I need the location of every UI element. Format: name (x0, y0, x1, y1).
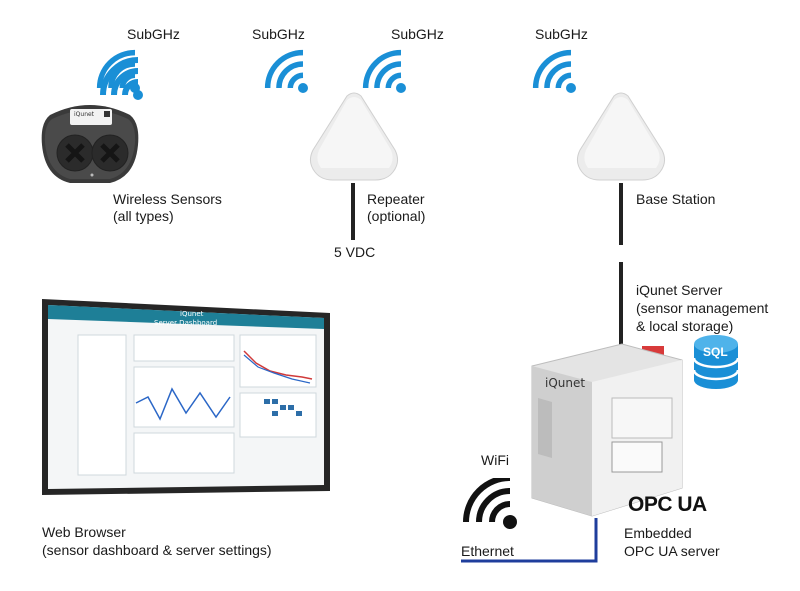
opcua-label: Embedded (624, 525, 692, 541)
dashboard-brand: iQunet (180, 310, 204, 318)
base-station-device (576, 92, 666, 181)
wifi-signal-icon (362, 49, 406, 93)
sensors-label: Wireless Sensors (113, 191, 222, 207)
wifi-label: WiFi (481, 452, 509, 468)
wifi-signal-icon (264, 49, 308, 93)
wireless-sensor-device (41, 105, 139, 183)
subghz-label-base: SubGHz (535, 26, 588, 42)
opc-ua-logo: OPC UA (628, 493, 707, 516)
sql-badge: SQL (703, 345, 728, 359)
repeater-sublabel: (optional) (367, 208, 426, 224)
wifi-signal-icon (96, 49, 140, 93)
browser-label: Web Browser (42, 524, 126, 540)
base-station-label: Base Station (636, 191, 716, 207)
server-sublabel-1: (sensor management (636, 300, 769, 316)
monitor-device (42, 299, 330, 495)
opcua-sublabel: OPC UA server (624, 543, 720, 559)
database-icon (692, 335, 740, 389)
server-device (531, 343, 683, 517)
ethernet-label: Ethernet (461, 543, 514, 559)
server-sublabel-2: & local storage) (636, 318, 734, 334)
wifi-icon (463, 478, 517, 529)
wifi-signal-icon (532, 49, 576, 93)
repeater-device (309, 92, 399, 181)
browser-sublabel: (sensor dashboard & server settings) (42, 542, 272, 558)
repeater-power-label: 5 VDC (334, 244, 376, 260)
sensors-sublabel: (all types) (113, 208, 174, 224)
subghz-label-repeater-in: SubGHz (252, 26, 305, 42)
server-label: iQunet Server (636, 282, 723, 298)
dashboard-title: Server Dashboard (154, 319, 218, 327)
sensor-brand-tag: iQunet (74, 111, 95, 118)
subghz-label-sensors: SubGHz (127, 26, 180, 42)
server-brand: iQunet (545, 376, 586, 390)
subghz-label-repeater-out: SubGHz (391, 26, 444, 42)
ethernet-cable (461, 518, 598, 563)
repeater-label: Repeater (367, 191, 425, 207)
